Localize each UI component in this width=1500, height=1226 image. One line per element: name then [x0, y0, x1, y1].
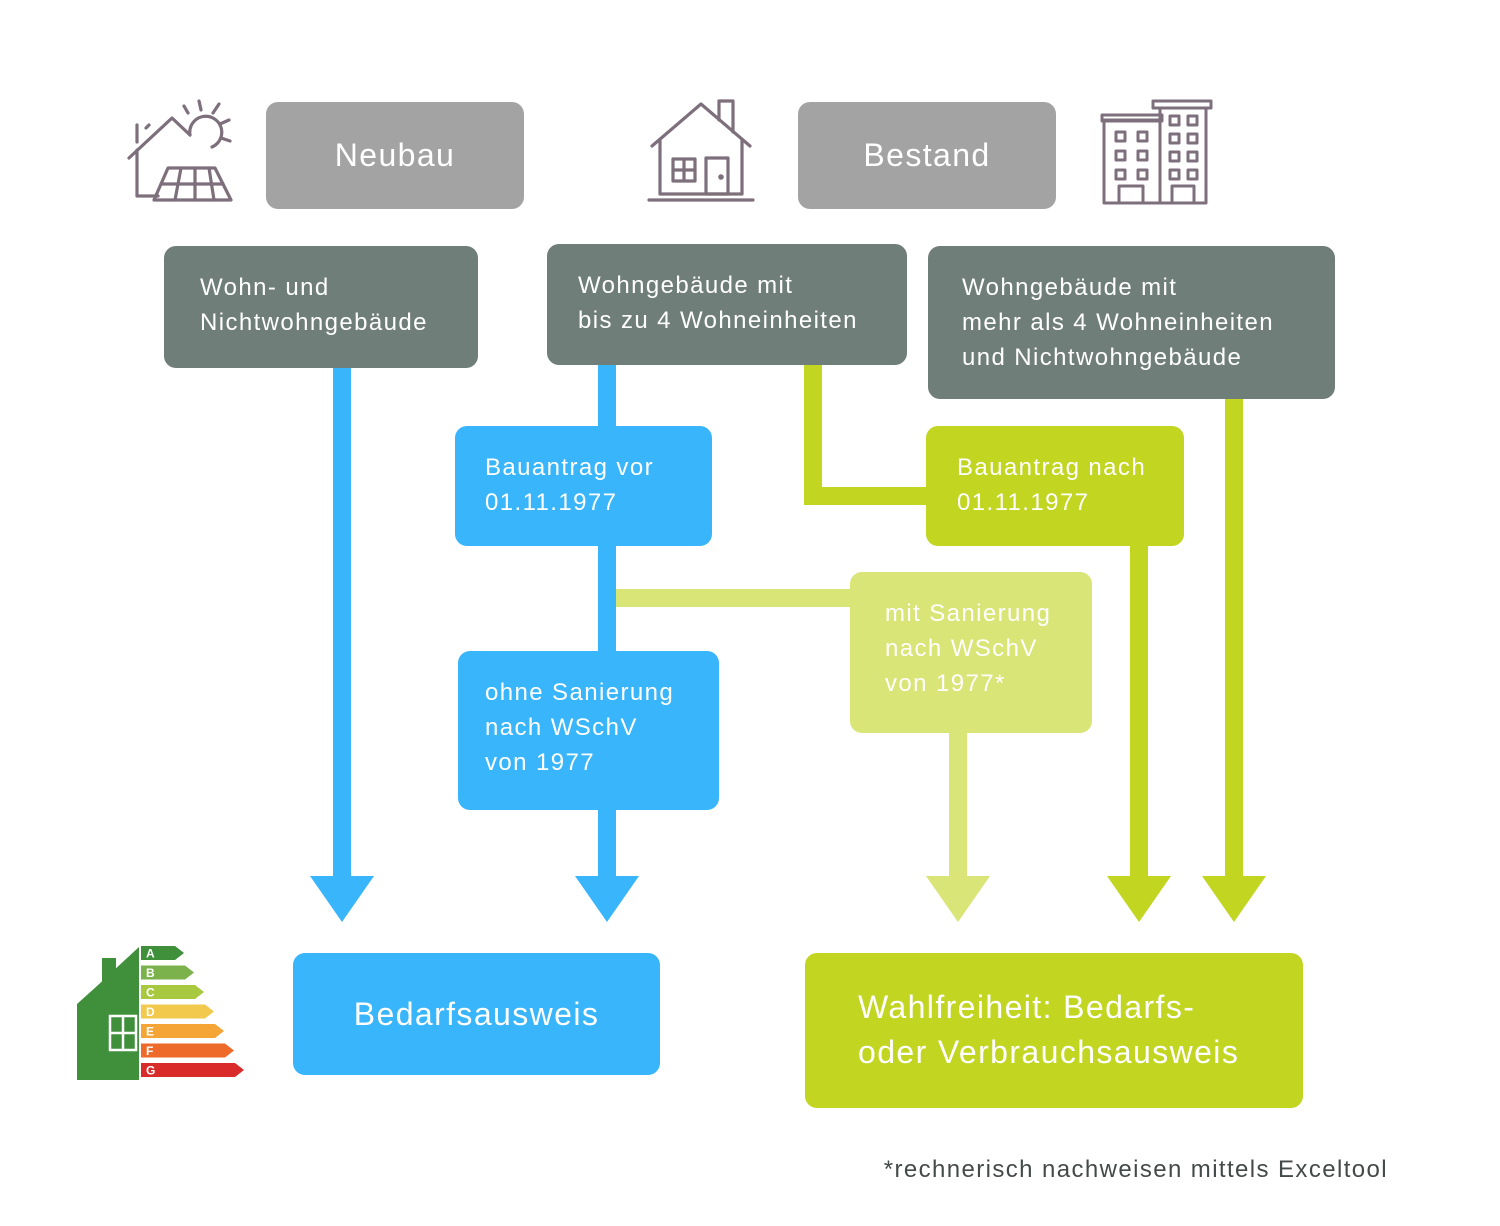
apartment-building-icon — [1100, 99, 1213, 205]
category-line: mehr als 4 Wohneinheiten — [962, 309, 1274, 336]
step-with-renovation: mit Sanierung nach WSchV von 1977* — [850, 572, 1092, 733]
energy-class-bar — [141, 946, 184, 960]
arrowhead-large — [1202, 876, 1266, 922]
step-line: Bauantrag vor — [485, 454, 654, 481]
energy-class-bar — [141, 1004, 214, 1019]
energy-class-letter: D — [146, 1005, 156, 1019]
category-line: Nichtwohngebäude — [200, 309, 428, 336]
category-line: bis zu 4 Wohneinheiten — [578, 307, 858, 334]
step-line: ohne Sanierung — [485, 679, 675, 706]
step-application-after: Bauantrag nach 01.11.1977 — [926, 426, 1184, 546]
result-demand-certificate-label: Bedarfsausweis — [353, 995, 600, 1032]
step-line: 01.11.1977 — [957, 489, 1090, 516]
neubau-header: Neubau — [266, 102, 524, 209]
energy-class-letter: F — [146, 1044, 155, 1058]
footnote: *rechnerisch nachweisen mittels Exceltoo… — [883, 1156, 1388, 1183]
step-line: von 1977 — [485, 749, 595, 776]
category-line: Wohn- und — [200, 274, 330, 301]
category-line: und Nichtwohngebäude — [962, 344, 1243, 371]
step-application-before: Bauantrag vor 01.11.1977 — [455, 426, 712, 546]
energy-class-letter: B — [146, 966, 156, 980]
result-line: Wahlfreiheit: Bedarfs- — [858, 989, 1196, 1025]
step-line: Bauantrag nach — [957, 454, 1147, 481]
energy-class-bar — [141, 1063, 244, 1077]
step-line: nach WSchV — [485, 714, 638, 741]
arrowhead-without — [575, 876, 639, 922]
step-line: 01.11.1977 — [485, 489, 618, 516]
category-large-residential: Wohngebäude mit mehr als 4 Wohneinheiten… — [928, 246, 1335, 399]
energy-class-bar — [141, 1043, 234, 1058]
step-line: nach WSchV — [885, 635, 1038, 662]
house-icon — [647, 99, 755, 202]
category-neubau-buildings: Wohn- und Nichtwohngebäude — [164, 246, 478, 368]
step-without-renovation: ohne Sanierung nach WSchV von 1977 — [458, 651, 719, 810]
result-demand-certificate: Bedarfsausweis — [293, 953, 660, 1075]
arrowhead-with — [926, 876, 990, 922]
bestand-header: Bestand — [798, 102, 1056, 209]
bestand-header-label: Bestand — [863, 137, 991, 173]
category-small-residential: Wohngebäude mit bis zu 4 Wohneinheiten — [547, 244, 907, 365]
result-free-choice: Wahlfreiheit: Bedarfs- oder Verbrauchsau… — [805, 953, 1303, 1108]
energy-class-bar — [141, 1024, 224, 1038]
arrowhead-neubau — [310, 876, 374, 922]
energy-class-letter: C — [146, 986, 156, 1000]
energy-class-letter: G — [146, 1064, 157, 1078]
energy-class-letter: A — [146, 947, 156, 961]
energy-class-bar — [141, 965, 194, 980]
result-line: oder Verbrauchsausweis — [858, 1034, 1240, 1070]
category-line: Wohngebäude mit — [962, 274, 1178, 301]
solar-house-icon — [127, 99, 233, 202]
energy-class-bar — [141, 985, 204, 999]
step-line: mit Sanierung — [885, 600, 1052, 627]
neubau-header-label: Neubau — [334, 137, 456, 173]
line-small-to-after — [804, 362, 930, 505]
category-line: Wohngebäude mit — [578, 272, 794, 299]
arrowhead-after — [1107, 876, 1171, 922]
step-line: von 1977* — [885, 670, 1006, 697]
energy-class-letter: E — [146, 1025, 155, 1039]
